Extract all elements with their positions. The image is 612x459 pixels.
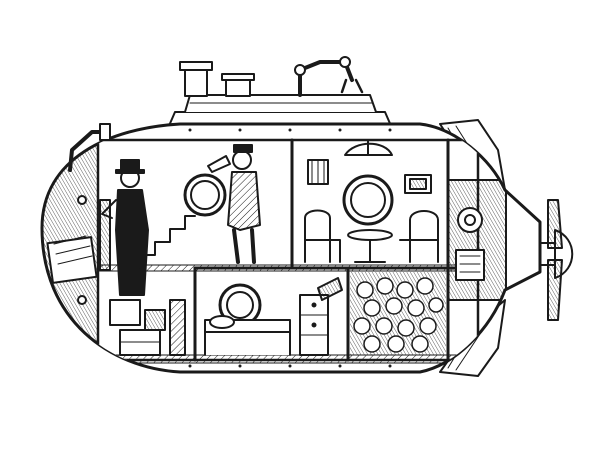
lounge <box>304 139 439 263</box>
captain-cabin <box>99 144 261 296</box>
hull-rivets <box>188 128 392 368</box>
storage <box>109 299 186 356</box>
bedroom <box>204 277 343 356</box>
provisions-hold <box>350 272 446 355</box>
bow-pipe <box>68 123 111 172</box>
